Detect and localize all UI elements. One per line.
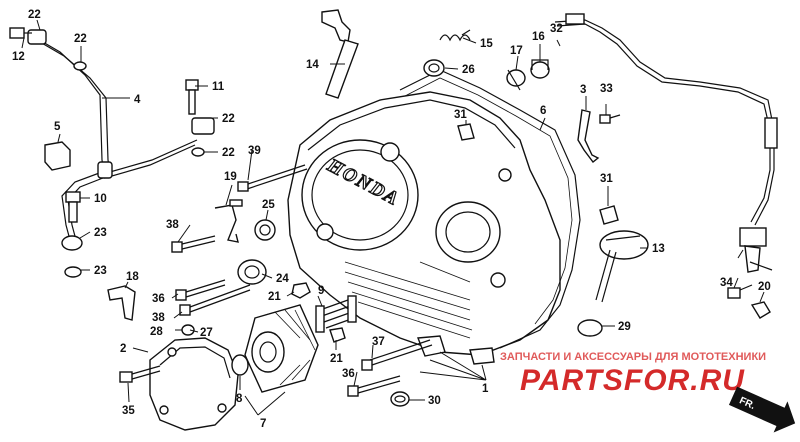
callout-15: 15 <box>480 38 493 50</box>
callout-13: 13 <box>652 243 665 255</box>
dowel-31b <box>599 205 619 225</box>
washer-22a <box>73 61 87 71</box>
oil-level-gauge <box>595 230 649 303</box>
leader-lines <box>21 19 765 416</box>
bolt-10 <box>65 191 81 223</box>
callout-25: 25 <box>262 199 275 211</box>
bearing-24 <box>237 259 267 285</box>
oil-filter-element <box>244 304 319 393</box>
neutral-switch-cable <box>554 13 778 273</box>
washer-23b <box>64 266 82 278</box>
bracket-19 <box>214 199 243 243</box>
bracket-18 <box>107 285 136 321</box>
callout-19: 19 <box>224 171 237 183</box>
callout-3: 3 <box>580 84 586 96</box>
clutch-lever-shaft <box>321 9 359 99</box>
callout-30: 30 <box>428 395 441 407</box>
o-ring-29 <box>577 319 603 337</box>
callout-6: 6 <box>540 105 546 117</box>
watermark-logo: PARTSFOR.RU <box>520 364 745 397</box>
oil-seal-25 <box>254 219 276 241</box>
callout-22: 22 <box>222 113 235 125</box>
callout-4: 4 <box>134 94 141 106</box>
callout-5: 5 <box>54 121 61 133</box>
callout-9: 9 <box>318 285 324 297</box>
callout-16: 16 <box>532 31 545 43</box>
callout-1: 1 <box>482 383 489 395</box>
spring-9 <box>315 295 357 333</box>
dowel-28 <box>181 324 195 336</box>
nut-20 <box>750 301 771 319</box>
callout-21: 21 <box>268 291 281 303</box>
bracket-3 <box>577 109 600 163</box>
callout-22: 22 <box>74 33 87 45</box>
callout-29: 29 <box>618 321 631 333</box>
callout-27: 27 <box>200 327 213 339</box>
callout-8: 8 <box>236 393 243 405</box>
callout-39: 39 <box>248 145 261 157</box>
nut-21a <box>291 282 311 299</box>
seal-26 <box>423 59 445 77</box>
watermark: ЗАПЧАСТИ И АКСЕССУАРЫ ДЛЯ МОТОТЕХНИКИ PA… <box>500 351 766 397</box>
callout-21: 21 <box>330 353 343 365</box>
front-direction-arrow: FR. <box>728 386 796 433</box>
washer-30 <box>390 391 410 407</box>
callout-11: 11 <box>212 81 225 93</box>
oil-pipe <box>27 29 215 251</box>
bolt-11 <box>185 79 199 115</box>
collar-16 <box>530 59 550 79</box>
bolt-39 <box>237 164 308 192</box>
spring-17 <box>506 69 526 91</box>
bolt-38a <box>171 235 216 253</box>
callout-38: 38 <box>166 219 179 231</box>
bolt-38b <box>179 284 251 316</box>
callout-17: 17 <box>510 45 523 57</box>
oil-filter-cover <box>149 337 239 431</box>
callout-20: 20 <box>758 281 771 293</box>
callouts: 22 12 22 4 11 22 22 5 10 23 23 18 38 19 … <box>12 9 771 430</box>
o-ring-8 <box>231 354 249 376</box>
bolt-35 <box>119 365 161 383</box>
callout-36: 36 <box>152 293 165 305</box>
bolt-36a <box>175 279 226 301</box>
callout-33: 33 <box>600 83 613 95</box>
callout-38: 38 <box>152 312 165 324</box>
bolt-12 <box>9 27 32 39</box>
callout-10: 10 <box>94 193 107 205</box>
callout-22: 22 <box>28 9 41 21</box>
spring-15 <box>439 29 471 42</box>
bolt-37 <box>361 339 433 371</box>
callout-28: 28 <box>150 326 163 338</box>
callout-14: 14 <box>306 59 319 71</box>
callout-12: 12 <box>12 51 25 63</box>
callout-26: 26 <box>462 64 475 76</box>
cover-gasket <box>399 69 581 349</box>
right-crankcase-cover: HONDA <box>287 91 561 365</box>
pipe-clip-5 <box>44 141 71 171</box>
callout-35: 35 <box>122 405 135 417</box>
callout-2: 2 <box>120 343 126 355</box>
callout-32: 32 <box>550 23 563 35</box>
callout-24: 24 <box>276 273 289 285</box>
callout-36: 36 <box>342 368 355 380</box>
callout-23: 23 <box>94 265 107 277</box>
callout-18: 18 <box>126 271 139 283</box>
callout-22: 22 <box>222 147 235 159</box>
callout-37: 37 <box>372 336 385 348</box>
callout-7: 7 <box>260 418 266 430</box>
bolt-36b <box>347 375 401 397</box>
callout-31: 31 <box>600 173 613 185</box>
nut-21b <box>329 327 346 343</box>
callout-34: 34 <box>720 277 733 289</box>
washer-22c <box>191 147 205 157</box>
callout-31: 31 <box>454 109 467 121</box>
watermark-caption: ЗАПЧАСТИ И АКСЕССУАРЫ ДЛЯ МОТОТЕХНИКИ <box>500 351 766 363</box>
bolt-33 <box>599 114 621 124</box>
callout-23: 23 <box>94 227 107 239</box>
